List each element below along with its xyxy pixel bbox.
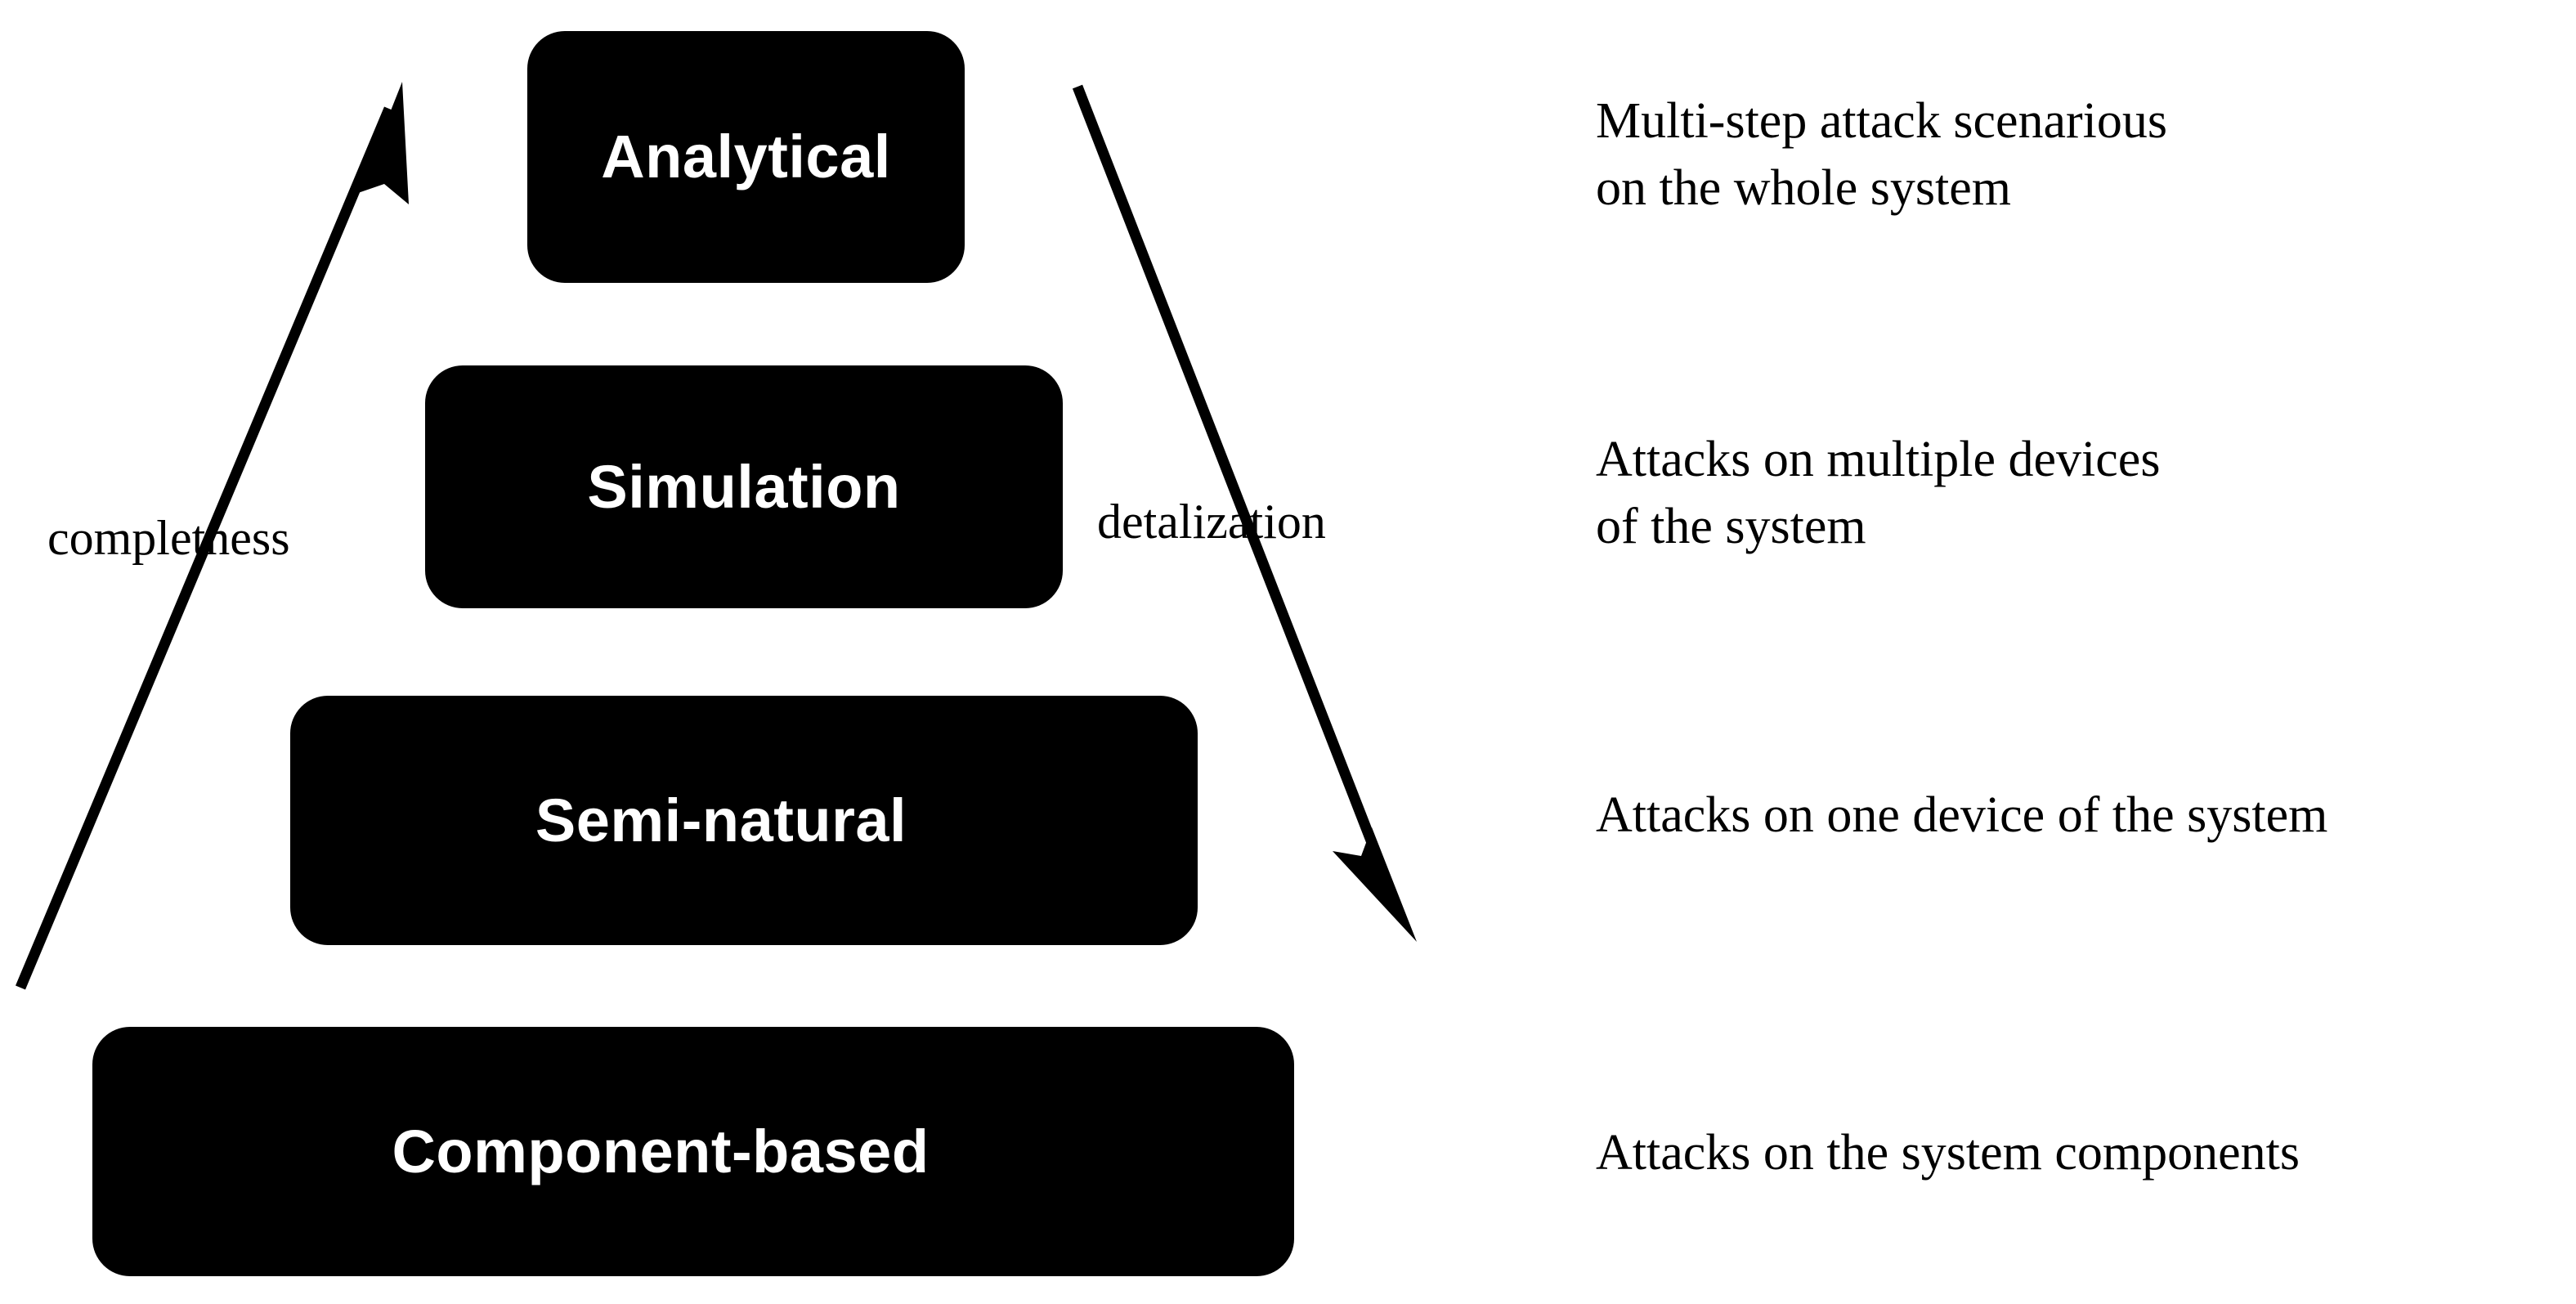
level-label-simulation: Simulation xyxy=(587,452,901,521)
level-box-component-based[interactable]: Component-based xyxy=(92,1027,1294,1276)
annotation-simulation: Attacks on multiple devices of the syste… xyxy=(1596,432,2161,554)
level-label-semi-natural: Semi-natural xyxy=(535,786,907,854)
level-box-analytical[interactable]: Analytical xyxy=(527,31,965,283)
annotation-semi-natural: Attacks on one device of the system xyxy=(1596,787,2328,843)
level-box-semi-natural[interactable]: Semi-natural xyxy=(290,696,1198,945)
axis-label-completeness: completness xyxy=(47,511,290,565)
annotation-component-based: Attacks on the system components xyxy=(1596,1125,2300,1181)
level-label-analytical: Analytical xyxy=(601,123,891,190)
level-box-simulation[interactable]: Simulation xyxy=(425,365,1063,608)
annotation-analytical: Multi-step attack scenarious on the whol… xyxy=(1596,93,2168,216)
axis-label-detalization: detalization xyxy=(1097,495,1326,549)
level-label-component-based: Component-based xyxy=(392,1117,930,1185)
